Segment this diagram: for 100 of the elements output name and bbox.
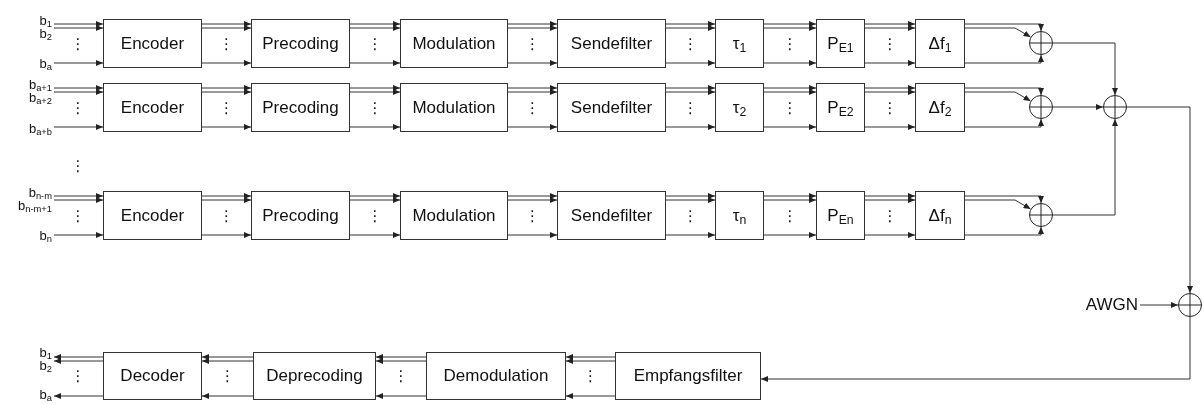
box-label: Sendefilter <box>570 97 653 118</box>
process-box <box>253 352 376 400</box>
arrow <box>964 195 1044 204</box>
arrow <box>507 193 558 199</box>
process-box <box>400 83 508 132</box>
vertical-ellipsis: ⋮ <box>219 208 234 223</box>
arrow <box>763 193 817 199</box>
process-box <box>816 191 865 240</box>
vertical-ellipsis: ⋮ <box>882 36 898 51</box>
process-box <box>103 83 202 132</box>
arrow <box>53 358 104 364</box>
process-box <box>557 19 666 68</box>
arrow <box>349 85 401 91</box>
arrow <box>349 232 401 238</box>
arrow <box>565 393 616 399</box>
arrow <box>1052 104 1104 110</box>
arrow <box>53 89 104 95</box>
arrow <box>760 316 1191 382</box>
box-label: P$_{E1}$ <box>827 33 854 54</box>
vertical-ellipsis: ⋮ <box>393 368 409 384</box>
arrow <box>964 226 1044 236</box>
signal-label: b$_{a+1}$ <box>28 77 52 91</box>
arrow <box>964 118 1044 128</box>
arrow <box>1126 106 1193 294</box>
arrow <box>763 85 817 91</box>
vertical-ellipsis: ⋮ <box>219 36 234 51</box>
vertical-ellipsis: ⋮ <box>367 208 383 223</box>
process-box <box>251 83 350 132</box>
vertical-ellipsis: ⋮ <box>683 100 698 115</box>
arrow <box>201 193 252 199</box>
vertical-ellipsis: ⋮ <box>683 208 698 223</box>
arrow <box>864 197 916 203</box>
vertical-ellipsis: ⋮ <box>70 368 86 384</box>
box-label: Δf$_{1}$ <box>928 33 952 54</box>
vertical-ellipsis: ⋮ <box>70 208 86 223</box>
vertical-ellipsis: ⋮ <box>367 100 383 115</box>
vertical-ellipsis: ⋮ <box>219 100 234 115</box>
process-box <box>615 352 761 400</box>
box-label: Modulation <box>412 33 496 54</box>
arrow <box>507 89 558 95</box>
arrow <box>201 393 254 399</box>
summing-junction <box>1103 95 1127 119</box>
signal-label: b$_{n-m+1}$ <box>18 198 52 212</box>
box-label: τ$_{1}$ <box>732 33 747 54</box>
arrow <box>864 89 916 95</box>
box-label: Demodulation <box>443 366 549 386</box>
arrow <box>565 358 616 364</box>
vertical-ellipsis: ⋮ <box>525 36 540 51</box>
arrow <box>665 85 716 91</box>
arrow <box>864 60 916 66</box>
box-label: τ$_{2}$ <box>732 97 747 118</box>
arrow <box>507 85 558 91</box>
arrow <box>1139 302 1179 308</box>
box-label: Decoder <box>120 366 185 386</box>
arrow <box>964 23 1044 32</box>
arrow <box>349 25 401 31</box>
arrow <box>763 89 817 95</box>
box-label: Precoding <box>262 97 339 118</box>
arrow <box>375 393 427 399</box>
vertical-ellipsis: ⋮ <box>782 36 798 51</box>
process-box <box>715 19 764 68</box>
arrow <box>201 232 252 238</box>
arrow <box>763 197 817 203</box>
vertical-ellipsis: ⋮ <box>683 36 698 51</box>
arrow <box>349 60 401 66</box>
vertical-ellipsis: ⋮ <box>70 100 86 115</box>
arrow <box>507 21 558 27</box>
arrow <box>665 25 716 31</box>
process-box <box>915 83 965 132</box>
arrow <box>763 60 817 66</box>
vertical-ellipsis: ⋮ <box>367 36 383 51</box>
arrow <box>1052 118 1118 216</box>
arrow <box>349 124 401 130</box>
box-label: Sendefilter <box>570 205 653 226</box>
arrow <box>763 124 817 130</box>
arrow <box>565 354 616 360</box>
arrow <box>53 21 104 27</box>
box-label: Precoding <box>262 205 339 226</box>
arrow <box>53 354 104 360</box>
process-box <box>715 191 764 240</box>
process-box <box>103 19 202 68</box>
summing-junction <box>1029 31 1053 55</box>
process-box <box>557 83 666 132</box>
arrow <box>864 193 916 199</box>
arrow <box>964 199 1032 210</box>
process-box <box>915 19 965 68</box>
arrow <box>53 197 104 203</box>
signal-label: b$_{1}$ <box>39 13 52 27</box>
box-label: Empfangsfilter <box>633 366 743 386</box>
process-box <box>816 83 865 132</box>
process-box <box>103 352 202 400</box>
process-box <box>557 191 666 240</box>
vertical-ellipsis: ⋮ <box>525 208 540 223</box>
arrow <box>201 358 254 364</box>
box-label: Sendefilter <box>570 33 653 54</box>
arrow <box>507 197 558 203</box>
arrow <box>665 193 716 199</box>
signal-label: b$_{a+b}$ <box>28 121 52 135</box>
arrow <box>665 21 716 27</box>
process-box <box>103 191 202 240</box>
